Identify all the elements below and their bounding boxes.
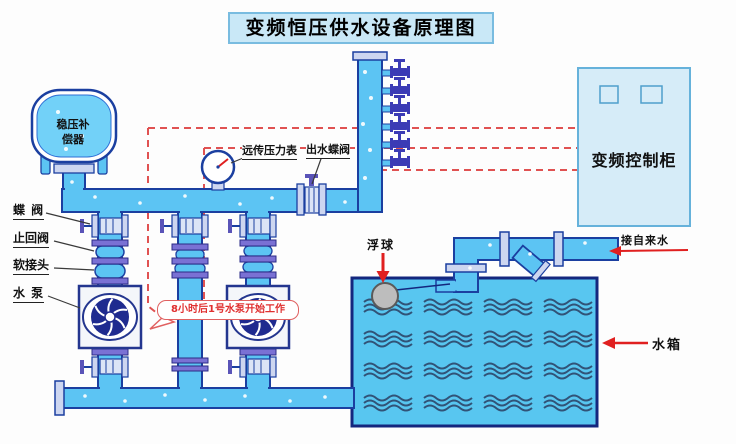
coupling-ring <box>239 348 277 356</box>
control-cabinet <box>577 67 691 227</box>
coupling-ring <box>239 239 277 247</box>
inlet-flange-3 <box>445 263 487 273</box>
control-cabinet-label: 变频控制柜 <box>591 151 677 170</box>
check-valve-body <box>95 245 125 259</box>
tap-valve <box>381 59 410 78</box>
soft-joint-label: 软接头 <box>13 256 50 275</box>
inlet-flange-1 <box>499 231 510 267</box>
tap-valve <box>381 149 410 168</box>
y-strainer <box>511 244 551 283</box>
tank-arrow <box>602 337 648 349</box>
coupling-ring <box>171 243 209 251</box>
butterfly-valve-1 <box>80 214 129 238</box>
riser-tap-valves <box>381 59 410 168</box>
check-valve-label: 止回阀 <box>13 229 50 248</box>
drop-fittings <box>80 214 277 378</box>
stabilizer-tank-label-line2: 偿器 <box>62 133 84 146</box>
tap-valve <box>381 113 410 132</box>
tap-valve <box>381 95 410 114</box>
inlet-flange-2 <box>553 231 564 267</box>
remote-pressure-gauge-label: 远传压力表 <box>242 142 297 160</box>
page-title: 变频恒压供水设备原理图 <box>228 12 494 44</box>
stabilizer-tank-label: 稳压补 偿器 <box>49 117 97 147</box>
stabilizer-tank <box>30 88 118 195</box>
float-ball-label: 浮球 <box>367 238 396 252</box>
pump-1 <box>77 284 143 350</box>
tap-valve <box>381 131 410 150</box>
coupling-ring <box>91 239 129 247</box>
annotation-arrows <box>376 246 689 349</box>
coupling-ring <box>91 277 129 285</box>
riser-pipe <box>357 57 383 213</box>
header-end-cap <box>54 380 65 416</box>
soft-joint-body <box>94 263 126 279</box>
riser-top-cap <box>352 51 388 61</box>
pressure-gauge <box>200 149 236 191</box>
coupling-ring <box>91 348 129 356</box>
coupling-ring <box>171 357 209 364</box>
pump-impeller <box>90 297 130 337</box>
tap-valve <box>381 77 410 96</box>
outlet-butterfly-valve-label: 出水蝶阀 <box>306 141 350 159</box>
water-tank-label: 水箱 <box>652 338 683 353</box>
water-pump-label: 水 泵 <box>13 284 45 303</box>
tap-water-label: 接自来水 <box>621 234 669 247</box>
coupling-ring <box>91 257 129 265</box>
stabilizer-tank-label-line1: 稳压补 <box>56 118 90 131</box>
coupling-ring <box>171 365 209 372</box>
butterfly-valve-3b <box>228 356 277 378</box>
pump-note-bubble: 8小时后1号水泵开始工作 <box>157 300 299 320</box>
coupling-ring <box>171 257 209 265</box>
leader-lines <box>45 155 323 309</box>
butterfly-valve-2 <box>160 214 209 238</box>
tap-water-arrow <box>609 246 689 256</box>
inlet-pipe <box>435 231 619 293</box>
pipe-speckles <box>56 70 587 403</box>
butterfly-valve-3 <box>228 214 277 238</box>
outlet-butterfly-valve <box>296 174 327 216</box>
coupling-ring <box>239 271 277 279</box>
float-arrow <box>376 253 390 283</box>
float-ball <box>371 282 451 310</box>
cabinet-indicator-1 <box>599 85 619 104</box>
butterfly-valve-1b <box>80 356 129 378</box>
butterfly-valve-label: 蝶 阀 <box>13 201 45 220</box>
cabinet-indicator-2 <box>640 85 663 104</box>
coupling-ring <box>239 255 277 263</box>
coupling-ring <box>171 271 209 279</box>
